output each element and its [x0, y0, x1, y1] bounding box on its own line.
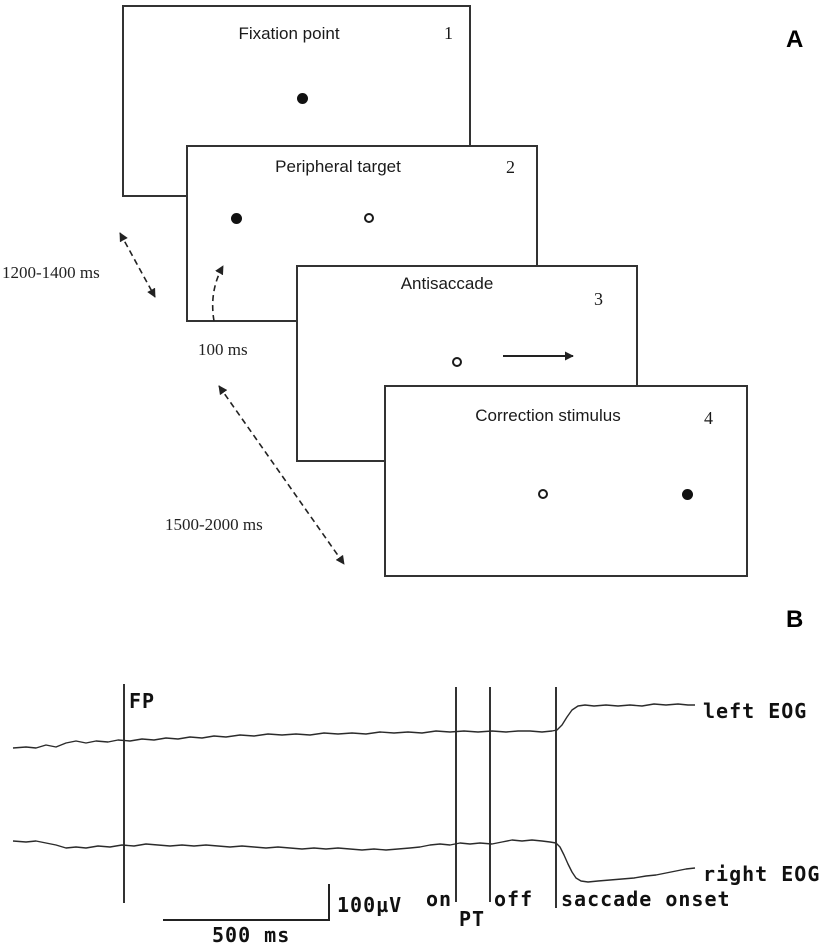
screen-number: 1	[444, 23, 453, 43]
screen1-fixation-dot	[297, 93, 308, 104]
screen-title: Peripheral target	[275, 157, 401, 176]
correction-duration-label: 1500-2000 ms	[165, 515, 263, 534]
screen-title: Fixation point	[238, 24, 340, 43]
voltage-scale-label: 100µV	[337, 893, 403, 917]
screen-number: 3	[594, 289, 603, 309]
time-scale-label: 500 ms	[212, 923, 291, 943]
screen-number: 2	[506, 157, 515, 177]
screen2-target-dot	[231, 213, 242, 224]
target-duration-label: 100 ms	[198, 340, 248, 359]
screen4-correction-dot	[682, 489, 693, 500]
screen-title: Antisaccade	[400, 274, 494, 293]
target-off-label: off	[494, 887, 534, 911]
saccade-onset-label: saccade onset	[561, 887, 731, 911]
target-on-label: on	[426, 887, 453, 911]
screen3-fixation-circle	[452, 357, 462, 367]
fp-marker-label: FP	[129, 689, 156, 713]
screen-number: 4	[704, 408, 713, 428]
fixation-duration-label: 1200-1400 ms	[2, 263, 100, 282]
panel-a-label: A	[786, 26, 804, 53]
right-eog-trace	[12, 839, 696, 883]
panel-b-label: B	[786, 606, 804, 633]
left-eog-label: left EOG	[703, 699, 808, 723]
screen-correction-stimulus: Correction stimulus 4	[384, 385, 748, 577]
screen4-fixation-circle	[538, 489, 548, 499]
right-eog-label: right EOG	[703, 862, 821, 886]
screen2-fixation-circle	[364, 213, 374, 223]
screen-title: Correction stimulus	[475, 406, 621, 425]
fixation-duration-arrow	[119, 232, 156, 298]
pt-label: PT	[459, 907, 486, 931]
left-eog-trace	[12, 703, 695, 749]
